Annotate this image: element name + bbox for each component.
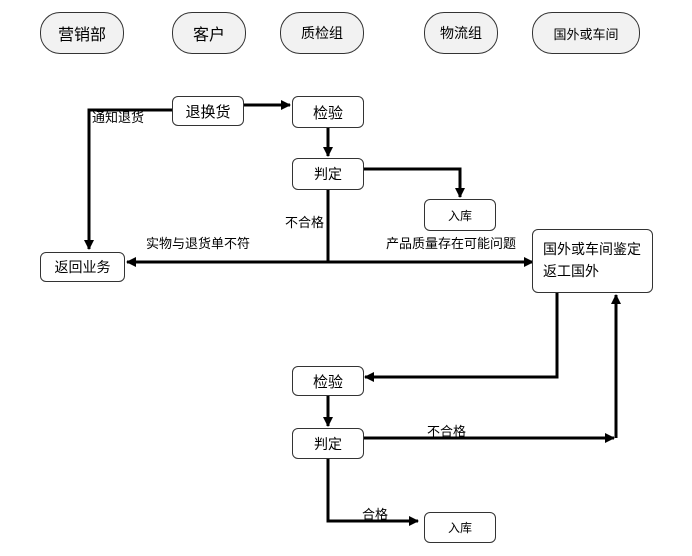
lane-logistics: 物流组 <box>424 12 498 54</box>
node-judge-2: 判定 <box>292 428 364 459</box>
node-inspect-1: 检验 <box>292 96 364 128</box>
arrow-abroad-to-inspect <box>364 293 559 382</box>
node-stock-1: 入库 <box>424 199 496 231</box>
lane-sales: 营销部 <box>40 12 124 54</box>
node-return-goods: 退换货 <box>172 96 244 126</box>
label-mismatch: 实物与退货单不符 <box>146 237 251 252</box>
node-inspect-2: 检验 <box>292 366 364 396</box>
label-pass-2: 合格 <box>362 508 389 523</box>
label-quality-issue: 产品质量存在可能问题 <box>386 237 517 252</box>
lane-customer: 客户 <box>172 12 246 54</box>
arrow-notify-return <box>84 108 172 250</box>
arrow-pass2 <box>326 459 419 526</box>
node-judge-1: 判定 <box>292 158 364 190</box>
node-stock-2: 入库 <box>424 512 496 543</box>
lane-abroad: 国外或车间 <box>532 12 640 54</box>
lane-qc: 质检组 <box>280 12 364 54</box>
arrow-judge-to-stock <box>364 167 465 198</box>
label-fail-1: 不合格 <box>285 216 325 231</box>
label-notify-return: 通知退货 <box>92 111 145 126</box>
node-abroad-check: 国外或车间鉴定返工国外 <box>532 229 653 293</box>
label-fail-2: 不合格 <box>427 425 467 440</box>
node-return-business: 返回业务 <box>40 252 125 282</box>
